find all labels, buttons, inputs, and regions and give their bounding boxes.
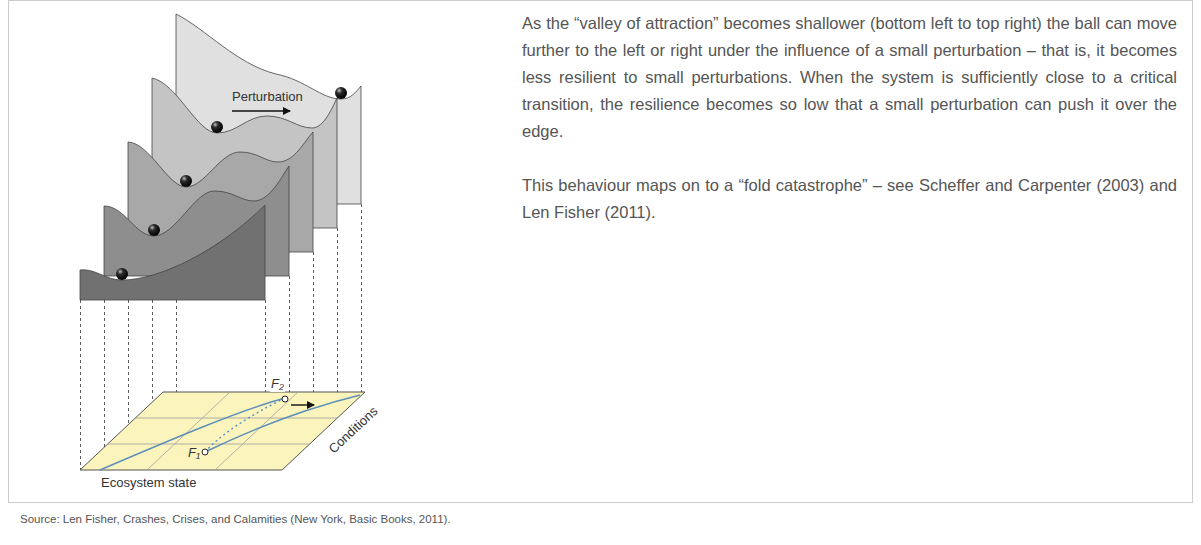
fold-point-label: F₁: [187, 446, 201, 461]
perturbation-arrow: [232, 110, 290, 112]
conditions-plane: [80, 392, 365, 470]
stability-landscapes: [80, 14, 361, 300]
body-paragraph: This behaviour maps on to a “fold catast…: [522, 172, 1177, 226]
source-caption: Source: Len Fisher, Crashes, Crises, and…: [20, 512, 451, 526]
perturbation-label: Perturbation: [232, 90, 303, 105]
balls: [116, 87, 347, 280]
frame: [9, 1, 1193, 503]
fold-point-label: F₂: [270, 377, 285, 392]
axis-label: Ecosystem state: [101, 476, 196, 491]
body-paragraph: As the “valley of attraction” becomes sh…: [522, 10, 1177, 145]
